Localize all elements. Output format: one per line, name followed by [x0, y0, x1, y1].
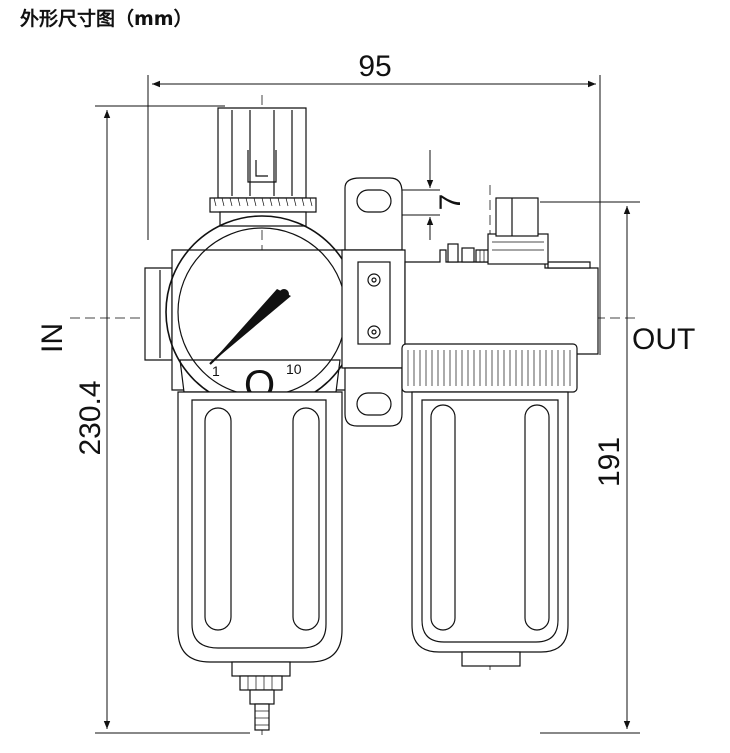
lubricator-height-dimension: 191 [540, 201, 640, 734]
regulator-knob [209, 107, 317, 227]
lubricator-head [404, 197, 599, 355]
bracket-hole-label: 7 [434, 194, 467, 211]
total-height-dimension: 230.4 [74, 105, 250, 734]
diagram-title: 外形尺寸图（mm） [20, 8, 193, 30]
lubricator-height-label: 191 [593, 437, 626, 487]
inlet-port-body [144, 267, 173, 361]
drain-valve [231, 661, 291, 731]
inlet-port-label: IN [36, 323, 69, 353]
gauge-scale-max: 10 [286, 361, 302, 377]
outlet-port-label: OUT [632, 323, 695, 356]
bracket-hole-dimension: 7 [395, 150, 467, 240]
width-dimension: 95 [147, 50, 601, 355]
mounting-bracket [341, 177, 406, 427]
filter-bowl [177, 391, 343, 663]
lubricator-bowl [411, 391, 569, 667]
gauge-scale-min: 1 [212, 363, 220, 379]
lubricator-bowl-ring [401, 343, 578, 393]
width-label: 95 [358, 50, 391, 83]
total-height-label: 230.4 [74, 380, 107, 455]
